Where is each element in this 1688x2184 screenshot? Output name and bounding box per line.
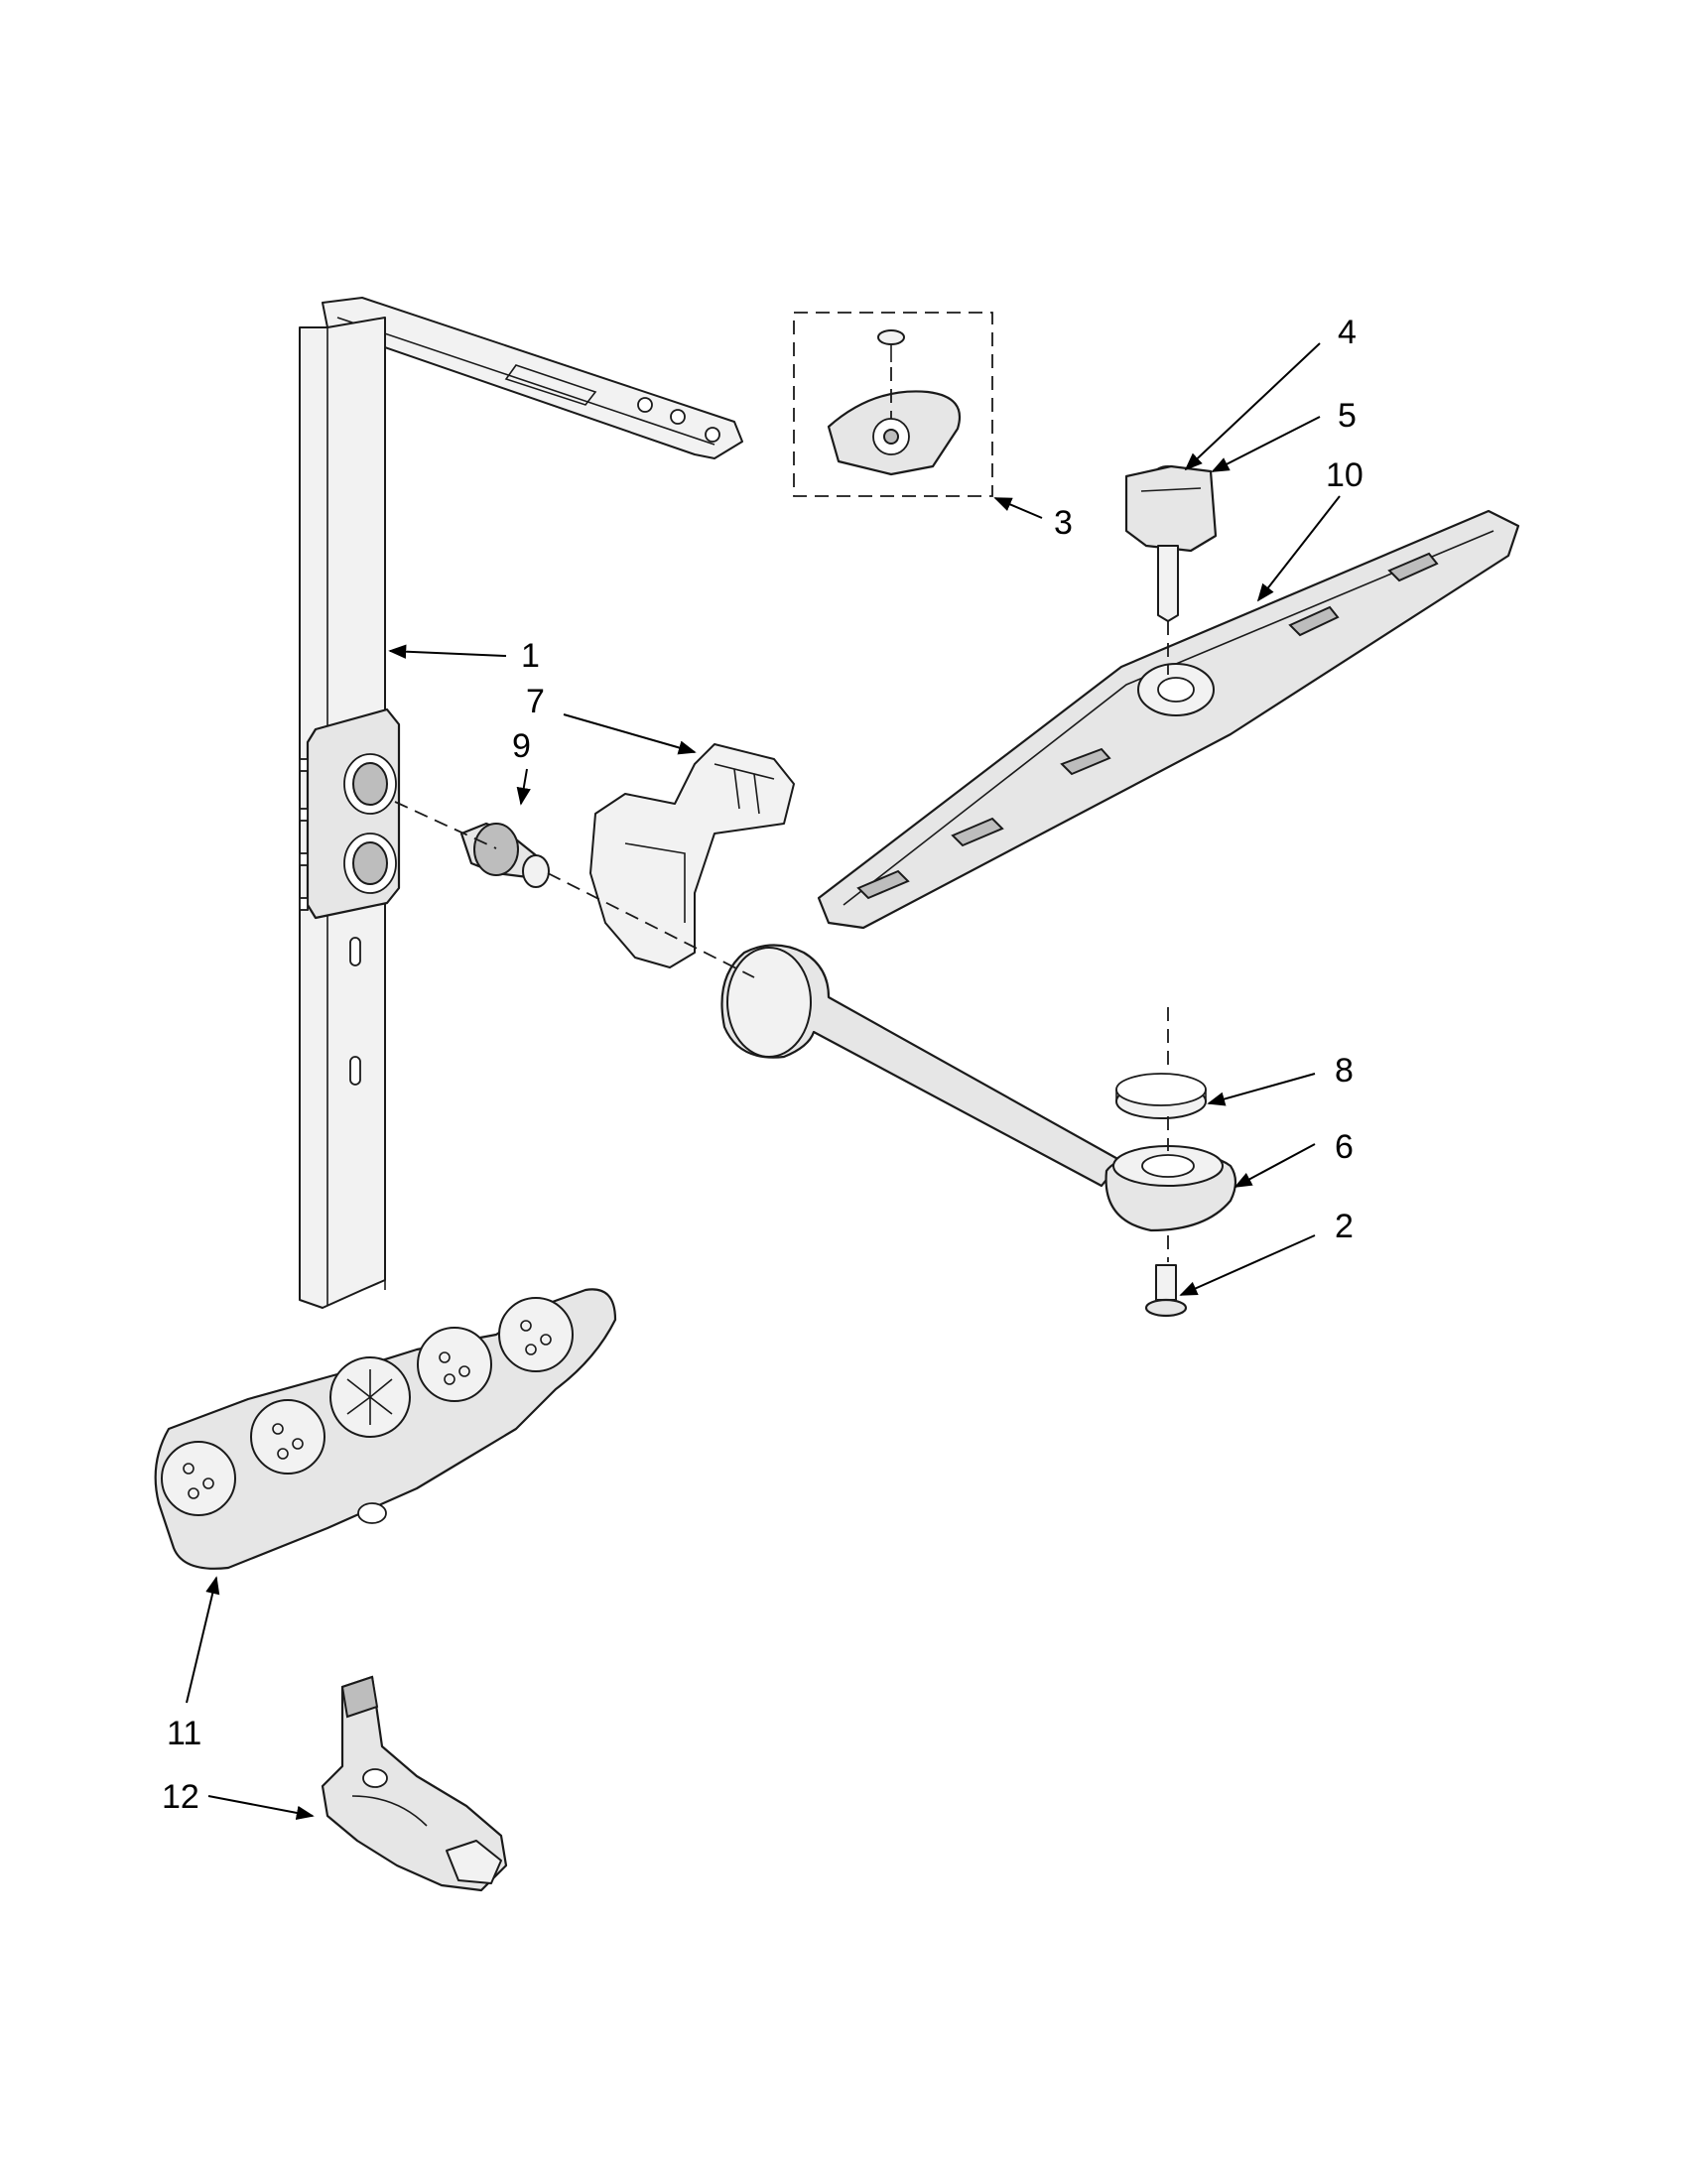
lower-manifold <box>154 1288 617 1570</box>
arm-retainer <box>1124 464 1218 622</box>
callout-6: 6 <box>1335 1128 1354 1166</box>
callout-2: 2 <box>1335 1208 1354 1245</box>
callout-8: 8 <box>1335 1052 1354 1090</box>
bracket-part <box>589 743 795 968</box>
ring-seal <box>1115 1073 1207 1119</box>
spray-arm <box>817 509 1520 930</box>
supply-tube <box>720 944 1237 1232</box>
callout-4: 4 <box>1338 314 1357 351</box>
manifold-tube <box>299 297 743 1309</box>
callout-9: 9 <box>512 727 531 765</box>
connector-part <box>459 822 550 888</box>
hub-screw <box>1144 1264 1188 1318</box>
callout-10: 10 <box>1326 456 1363 494</box>
callout-3: 3 <box>1054 504 1073 542</box>
callout-5: 5 <box>1338 397 1357 435</box>
callout-1: 1 <box>521 637 540 675</box>
callout-7: 7 <box>526 683 545 720</box>
callout-12: 12 <box>162 1778 199 1816</box>
coupler-part <box>321 1675 508 1892</box>
callout-11: 11 <box>167 1715 201 1752</box>
part-3-assembly <box>793 312 993 497</box>
